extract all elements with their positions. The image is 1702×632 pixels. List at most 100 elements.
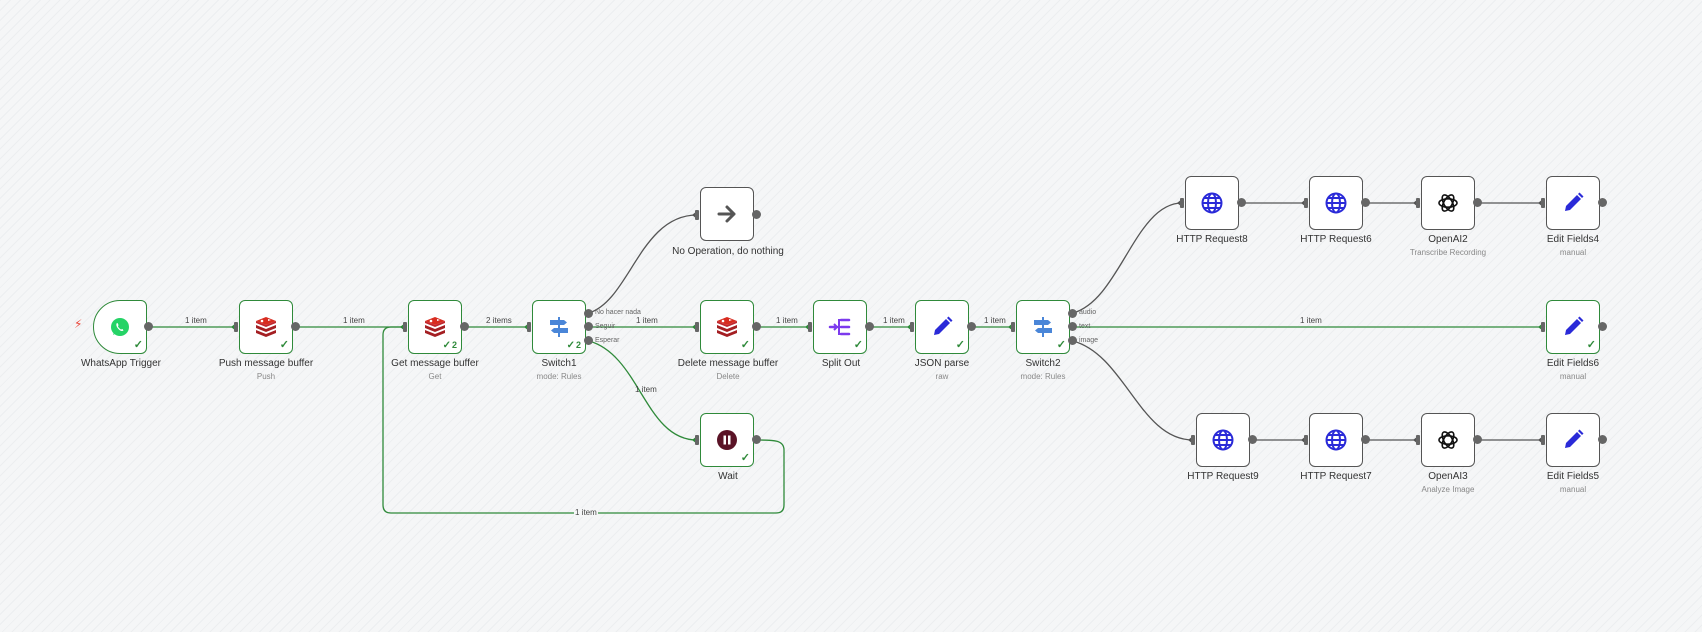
output-handle[interactable] [1361,198,1370,207]
globe-icon [1325,192,1347,214]
input-handle[interactable] [234,322,238,332]
input-handle[interactable] [527,322,531,332]
node-subtitle: Delete [716,372,740,381]
success-check-icon: ✓ [1056,339,1066,351]
node-push-message-buffer[interactable]: ✓ [239,300,293,354]
node-edit-fields6[interactable]: ✓ [1546,300,1600,354]
node-label: Edit Fields6 [1546,358,1600,369]
node-edit-fields4[interactable] [1546,176,1600,230]
node-label: OpenAI2 [1428,234,1468,245]
output-label: image [1079,337,1099,344]
edge-switch1-wait[interactable] [588,340,698,441]
output-label: Seguir [595,323,616,330]
edge-switch2-http9[interactable] [1072,340,1194,441]
output-handle[interactable] [144,322,153,331]
node-wait[interactable]: ✓ [700,413,754,467]
pencil-icon [1565,192,1584,211]
output-handle[interactable] [1068,309,1077,318]
input-handle[interactable] [1541,435,1545,445]
node-http-request6[interactable] [1309,176,1363,230]
input-handle[interactable] [1304,435,1308,445]
node-label: HTTP Request9 [1187,471,1259,482]
output-handle[interactable] [752,435,761,444]
trigger-bolt-icon: ⚡︎ [74,317,83,331]
output-handle[interactable] [1068,336,1077,345]
edge-label: 1 item [1300,316,1322,325]
node-http-request9[interactable] [1196,413,1250,467]
node-label: OpenAI3 [1428,471,1468,482]
output-handle[interactable] [967,322,976,331]
input-handle[interactable] [1191,435,1195,445]
success-check-icon: ✓ [955,339,965,351]
node-delete-message-buffer[interactable]: ✓ [700,300,754,354]
node-whatsapp-trigger[interactable]: ✓ [93,300,147,354]
output-handle[interactable] [291,322,300,331]
node-edit-fields5[interactable] [1546,413,1600,467]
edge-switch2-http8[interactable] [1072,202,1183,314]
input-handle[interactable] [1416,435,1420,445]
output-handle[interactable] [1598,322,1607,331]
input-handle[interactable] [695,435,699,445]
edge-wait-get[interactable] [382,326,785,514]
output-handle[interactable] [1598,435,1607,444]
node-json-parse[interactable]: ✓ [915,300,969,354]
input-handle[interactable] [1541,322,1545,332]
input-handle[interactable] [403,322,407,332]
edge-label: 1 item [635,385,657,394]
output-handle[interactable] [460,322,469,331]
output-handle[interactable] [865,322,874,331]
node-openai2[interactable] [1421,176,1475,230]
node-split-out[interactable]: ✓ [813,300,867,354]
output-handle[interactable] [1248,435,1257,444]
input-handle[interactable] [1304,198,1308,208]
output-handle[interactable] [1473,198,1482,207]
output-handle[interactable] [1361,435,1370,444]
success-check-icon: ✓ [740,452,750,464]
output-handle[interactable] [752,210,761,219]
node-label: HTTP Request8 [1176,234,1248,245]
node-label: Delete message buffer [677,358,779,369]
node-http-request8[interactable] [1185,176,1239,230]
node-label: Edit Fields5 [1546,471,1600,482]
success-check-icon: ✓ [279,339,289,351]
node-openai3[interactable] [1421,413,1475,467]
node-label: Edit Fields4 [1546,234,1600,245]
input-handle[interactable] [695,322,699,332]
globe-icon [1212,429,1234,451]
output-handle[interactable] [752,322,761,331]
node-get-message-buffer[interactable]: ✓2 [408,300,462,354]
edge-switch1-noop[interactable] [588,214,698,314]
node-http-request7[interactable] [1309,413,1363,467]
node-switch2[interactable]: ✓ [1016,300,1070,354]
node-label: Get message buffer [391,358,479,369]
run-count: 2 [451,340,457,350]
openai-icon [1438,431,1458,449]
switch-icon [1034,317,1052,337]
input-handle[interactable] [695,210,699,220]
node-switch1[interactable]: ✓2 [532,300,586,354]
output-handle[interactable] [584,336,593,345]
output-handle[interactable] [1598,198,1607,207]
pencil-icon [934,316,953,335]
node-label: HTTP Request6 [1300,234,1372,245]
run-count-badge: ✓2 [443,340,457,351]
node-subtitle: manual [1559,485,1587,494]
output-handle[interactable] [1473,435,1482,444]
input-handle[interactable] [808,322,812,332]
input-handle[interactable] [1011,322,1015,332]
node-no-operation[interactable] [700,187,754,241]
output-handle[interactable] [1237,198,1246,207]
output-handle[interactable] [584,309,593,318]
node-subtitle: Analyze Image [1421,485,1475,494]
input-handle[interactable] [910,322,914,332]
input-handle[interactable] [1541,198,1545,208]
input-handle[interactable] [1416,198,1420,208]
pencil-icon [1565,316,1584,335]
output-handle[interactable] [584,322,593,331]
redis-icon [425,317,445,337]
split-icon [828,318,851,336]
input-handle[interactable] [1180,198,1184,208]
output-handle[interactable] [1068,322,1077,331]
globe-icon [1201,192,1223,214]
